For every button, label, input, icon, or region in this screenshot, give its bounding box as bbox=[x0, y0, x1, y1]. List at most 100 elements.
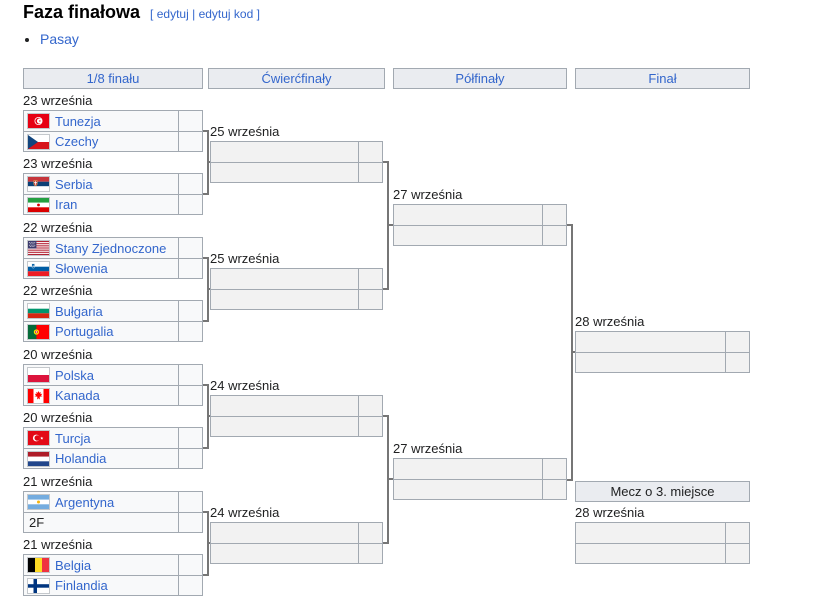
match-date: 27 września bbox=[393, 187, 463, 202]
match-date: 20 września bbox=[23, 410, 93, 425]
match-date: 28 września bbox=[575, 505, 645, 520]
bracket-connector bbox=[207, 415, 212, 417]
match-box-qf-3 bbox=[210, 395, 383, 437]
team-row: Kanada bbox=[24, 385, 202, 405]
score-cell bbox=[178, 195, 202, 214]
flag-finland-icon bbox=[27, 577, 50, 594]
score-cell bbox=[358, 544, 382, 563]
score-cell bbox=[542, 205, 566, 225]
edit-code-link[interactable]: edytuj kod bbox=[198, 7, 254, 21]
match-box-r16-5: Polska Kanada bbox=[23, 364, 203, 406]
match-date: 25 września bbox=[210, 124, 280, 139]
team-row: Portugalia bbox=[24, 321, 202, 341]
location-list-item: Pasay bbox=[40, 31, 79, 47]
score-cell bbox=[178, 576, 202, 595]
team-row-empty bbox=[394, 479, 566, 499]
team-link-slowenia[interactable]: Słowenia bbox=[55, 261, 108, 276]
round-header-final[interactable]: Finał bbox=[575, 68, 750, 89]
team-link-kanada[interactable]: Kanada bbox=[55, 388, 100, 403]
match-box-sf-1 bbox=[393, 204, 567, 246]
team-link-argentyna[interactable]: Argentyna bbox=[55, 494, 115, 510]
match-box-qf-4 bbox=[210, 522, 383, 564]
team-row-empty bbox=[576, 352, 749, 372]
team-row: Holandia bbox=[24, 448, 202, 468]
team-row-empty bbox=[576, 332, 749, 352]
score-cell bbox=[358, 417, 382, 436]
flag-slovenia-icon bbox=[27, 260, 50, 277]
location-list: Pasay bbox=[24, 31, 79, 47]
bracket-connector bbox=[387, 478, 395, 480]
match-date: 23 września bbox=[23, 156, 93, 171]
round-header-1-8-finalu[interactable]: 1/8 finału bbox=[23, 68, 203, 89]
team-row: Tunezja bbox=[24, 111, 202, 131]
team-row: Argentyna bbox=[24, 492, 202, 512]
team-link-belgia[interactable]: Belgia bbox=[55, 557, 92, 573]
flag-poland-icon bbox=[27, 367, 50, 383]
score-cell bbox=[358, 269, 382, 289]
score-cell bbox=[178, 492, 202, 512]
match-box-r16-3: Stany Zjednoczone Słowenia bbox=[23, 237, 203, 279]
team-row: Stany Zjednoczone bbox=[24, 238, 202, 258]
match-box-r16-2: Serbia Iran bbox=[23, 173, 203, 215]
team-row-empty bbox=[394, 459, 566, 479]
team-placeholder-2f: 2F bbox=[29, 515, 45, 530]
flag-argentina-icon bbox=[27, 494, 50, 510]
score-cell bbox=[178, 555, 202, 575]
team-link-serbia[interactable]: Serbia bbox=[55, 176, 93, 192]
team-row: Finlandia bbox=[24, 575, 202, 595]
section-heading: Faza finałowa[ edytuj | edytuj kod ] bbox=[23, 2, 260, 23]
match-date: 28 września bbox=[575, 314, 645, 329]
score-cell bbox=[725, 332, 749, 352]
match-date: 24 września bbox=[210, 505, 280, 520]
team-row-empty bbox=[576, 543, 749, 563]
team-link-tunezja[interactable]: Tunezja bbox=[55, 113, 101, 129]
match-box-r16-7: Argentyna 2F bbox=[23, 491, 203, 533]
score-cell bbox=[542, 459, 566, 479]
team-link-portugalia[interactable]: Portugalia bbox=[55, 324, 114, 339]
score-cell bbox=[178, 132, 202, 151]
team-link-bulgaria[interactable]: Bułgaria bbox=[55, 303, 103, 319]
score-cell bbox=[178, 111, 202, 131]
score-cell bbox=[358, 290, 382, 309]
location-link-pasay[interactable]: Pasay bbox=[40, 31, 79, 47]
bracket-connector bbox=[207, 288, 212, 290]
team-link-holandia[interactable]: Holandia bbox=[55, 451, 107, 466]
team-row-empty bbox=[211, 269, 382, 289]
match-box-qf-2 bbox=[210, 268, 383, 310]
team-row-empty bbox=[394, 225, 566, 245]
flag-bulgaria-icon bbox=[27, 303, 50, 319]
bracket-connector bbox=[207, 542, 212, 544]
team-row: 2F bbox=[24, 512, 202, 532]
score-cell bbox=[178, 238, 202, 258]
team-link-czechy[interactable]: Czechy bbox=[55, 134, 99, 149]
score-cell bbox=[178, 174, 202, 194]
flag-canada-icon bbox=[27, 387, 50, 404]
edit-bracket-open: [ bbox=[150, 7, 154, 21]
match-box-third-place bbox=[575, 522, 750, 564]
match-date: 20 września bbox=[23, 347, 93, 362]
round-header-cwiercfinaly[interactable]: Ćwierćfinały bbox=[208, 68, 385, 89]
team-link-finlandia[interactable]: Finlandia bbox=[55, 578, 108, 593]
bracket-connector bbox=[571, 351, 577, 353]
team-link-stany-zjednoczone[interactable]: Stany Zjednoczone bbox=[55, 240, 167, 256]
edit-section: [ edytuj | edytuj kod ] bbox=[150, 7, 260, 21]
edit-link[interactable]: edytuj bbox=[156, 7, 189, 21]
team-row: Polska bbox=[24, 365, 202, 385]
round-header-polfinaly[interactable]: Półfinały bbox=[393, 68, 567, 89]
team-link-polska[interactable]: Polska bbox=[55, 367, 95, 383]
team-row-empty bbox=[211, 523, 382, 543]
team-link-turcja[interactable]: Turcja bbox=[55, 430, 91, 446]
score-cell bbox=[178, 449, 202, 468]
match-box-sf-2 bbox=[393, 458, 567, 500]
edit-bracket-close: ] bbox=[256, 7, 260, 21]
team-row: Turcja bbox=[24, 428, 202, 448]
team-link-iran[interactable]: Iran bbox=[55, 197, 78, 212]
team-row-empty bbox=[211, 142, 382, 162]
score-cell bbox=[725, 544, 749, 563]
score-cell bbox=[178, 322, 202, 341]
match-date: 21 września bbox=[23, 474, 93, 489]
team-row-empty bbox=[211, 289, 382, 309]
flag-portugal-icon bbox=[27, 323, 50, 340]
match-date: 25 września bbox=[210, 251, 280, 266]
